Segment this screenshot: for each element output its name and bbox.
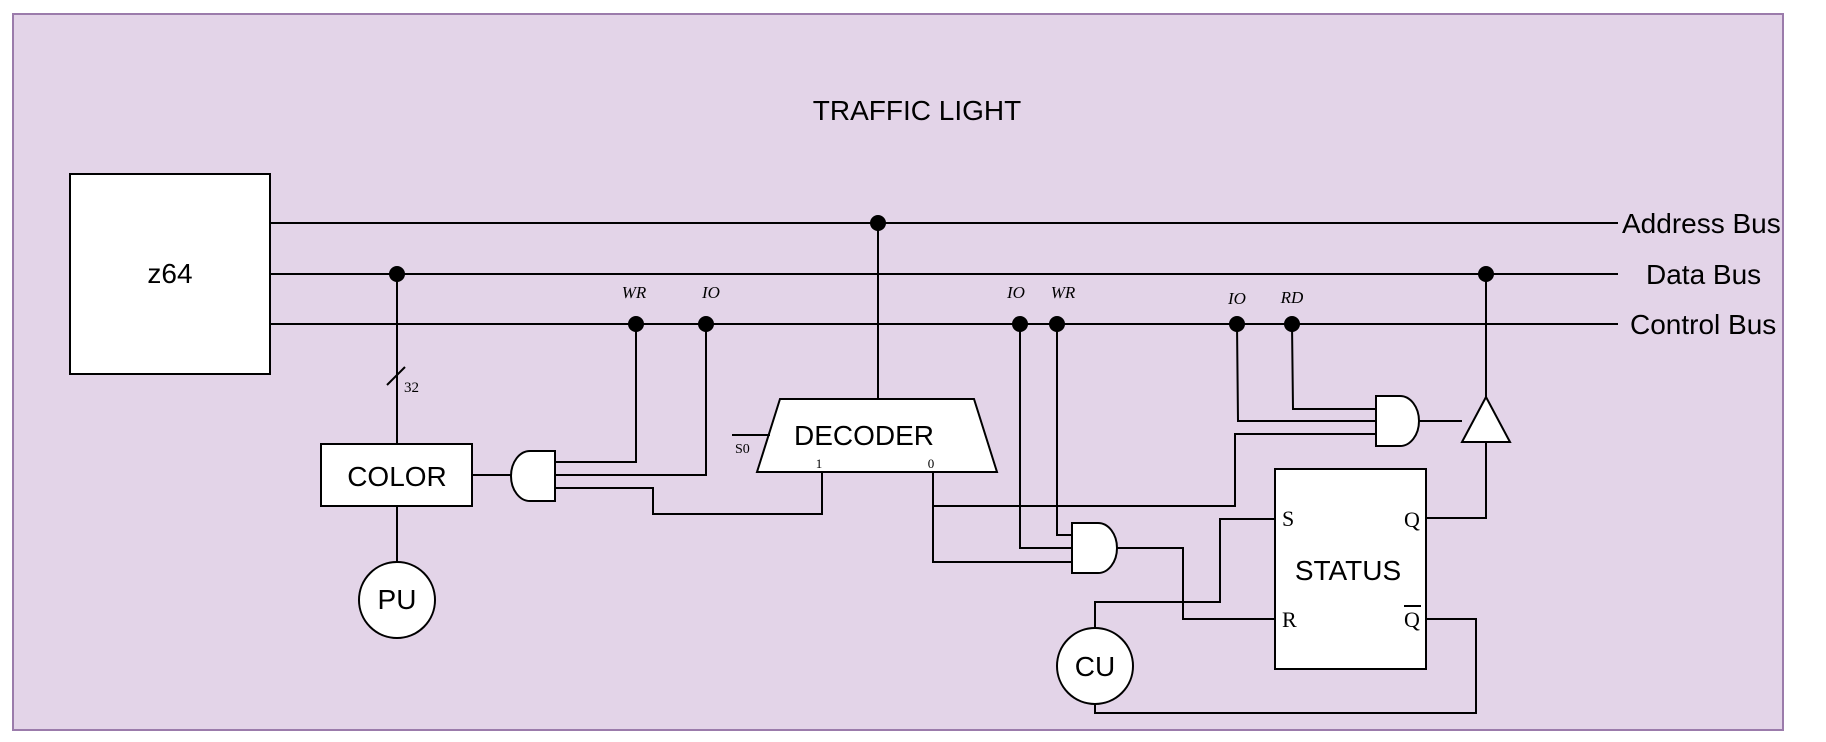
pu-label: PU (378, 584, 417, 615)
diagram-title: TRAFFIC LIGHT (813, 95, 1021, 126)
qbar-to-cu-wire (1094, 618, 1477, 714)
io-right-wire (1236, 323, 1376, 422)
status-port-r: R (1282, 607, 1297, 632)
signal-wr-mid: WR (1051, 283, 1076, 302)
status-port-s: S (1282, 506, 1294, 531)
bus-width-slash (386, 366, 406, 386)
color-label: COLOR (347, 461, 447, 492)
bus-width-label: 32 (404, 380, 419, 396)
junction-dot (698, 316, 714, 332)
right-and-gate (1375, 395, 1420, 447)
signal-wr-left: WR (622, 283, 647, 302)
decoder-out1-label: 1 (816, 456, 823, 471)
status-label: STATUS (1295, 555, 1401, 586)
junction-dot (1012, 316, 1028, 332)
io-left-wire (555, 324, 707, 476)
junction-dot (1229, 316, 1245, 332)
cpu-block (69, 173, 271, 375)
io-mid-wire (1019, 324, 1072, 549)
and-to-reset-wire (1117, 547, 1275, 620)
decoder-out0-to-and-wire (932, 472, 1072, 563)
status-block (1274, 468, 1427, 670)
wr-left-wire (555, 324, 637, 463)
decoder-out0-label: 0 (928, 456, 935, 471)
cu-circle (1056, 627, 1134, 705)
junction-dot (870, 215, 886, 231)
junction-dot (389, 266, 405, 282)
left-and-gate (510, 450, 556, 502)
cu-label: CU (1075, 651, 1115, 682)
junction-dot (1049, 316, 1065, 332)
decoder-label: DECODER (794, 420, 934, 451)
decoder-select-label: S0 (735, 442, 750, 457)
junction-dot (1478, 266, 1494, 282)
wr-mid-wire (1056, 324, 1072, 536)
data-bus-label: Data Bus (1646, 259, 1761, 290)
signal-io-mid: IO (1006, 283, 1025, 302)
cu-to-set-wire (1094, 518, 1275, 629)
signal-rd-right: RD (1280, 288, 1304, 307)
status-port-qbar: Q (1404, 607, 1420, 632)
rd-right-wire (1291, 323, 1376, 410)
decoder-out1-wire (555, 472, 823, 515)
diagram-background (12, 13, 1784, 731)
decoder-out0-to-right-and-wire (933, 433, 1376, 507)
cpu-label: z64 (147, 258, 192, 289)
decoder-block (755, 398, 999, 473)
control-bus-label: Control Bus (1630, 309, 1776, 340)
signal-io-left: IO (701, 283, 720, 302)
signal-io-right: IO (1227, 289, 1246, 308)
address-bus-label: Address Bus (1622, 208, 1781, 239)
q-to-buffer-wire (1426, 442, 1487, 519)
junction-dot (1284, 316, 1300, 332)
middle-and-gate (1071, 522, 1118, 574)
status-port-q: Q (1404, 507, 1420, 532)
pu-circle (358, 561, 436, 639)
junction-dot (628, 316, 644, 332)
color-block (320, 443, 473, 507)
